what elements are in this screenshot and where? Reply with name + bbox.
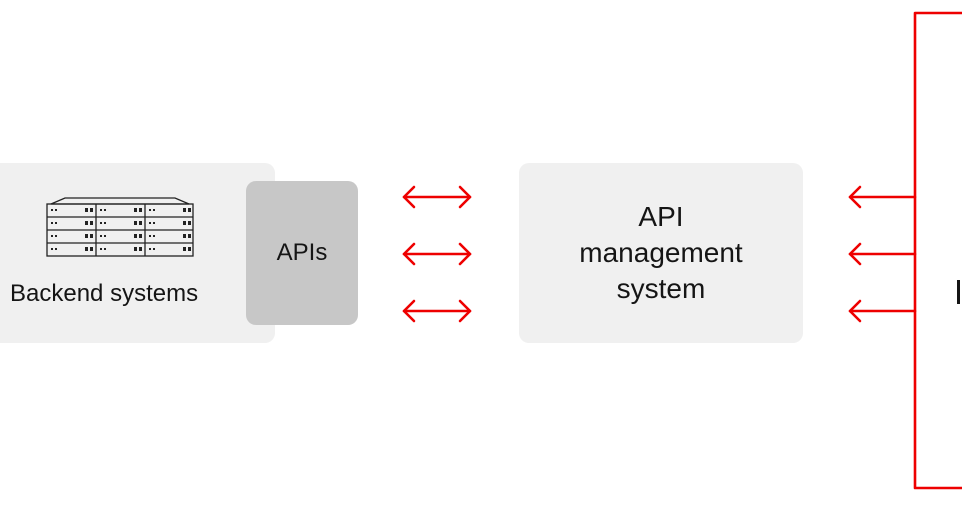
- right-bracket: [913, 11, 962, 490]
- server-rack-icon: [46, 197, 194, 257]
- left-arrow-3: [848, 299, 917, 323]
- backend-systems-label: Backend systems: [10, 280, 199, 307]
- backend-systems-box: [0, 163, 275, 343]
- apis-box: APIs: [246, 181, 358, 325]
- left-arrow-1: [848, 185, 917, 209]
- bidirectional-arrow-1: [402, 185, 472, 209]
- apis-label: APIs: [276, 239, 328, 266]
- bidirectional-arrow-3: [402, 299, 472, 323]
- api-management-box: API management system: [519, 163, 803, 343]
- bidirectional-arrow-2: [402, 242, 472, 266]
- left-arrow-2: [848, 242, 917, 266]
- cropped-glyph: [957, 280, 960, 304]
- api-management-label: API management system: [579, 201, 743, 304]
